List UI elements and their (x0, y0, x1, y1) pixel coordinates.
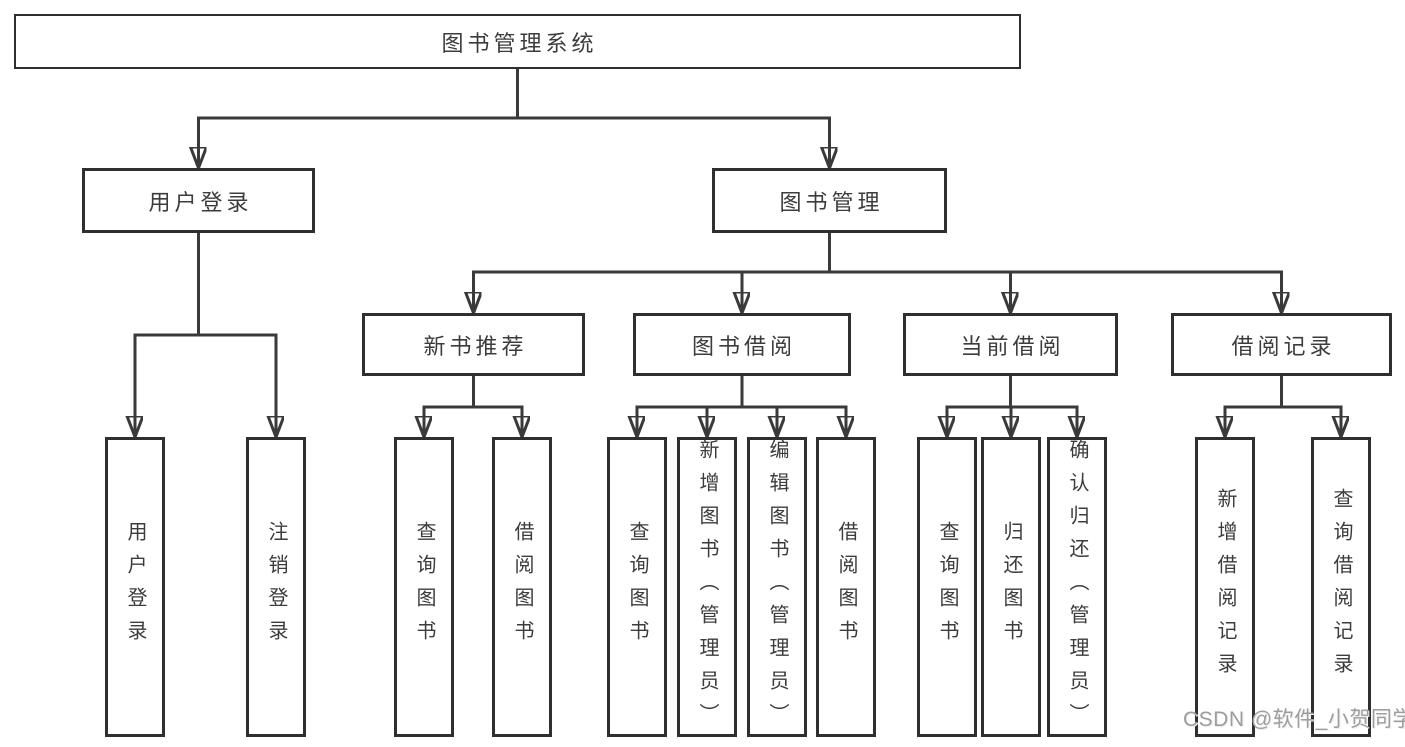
node-label: 确认归还（管理员） (1066, 438, 1088, 736)
leaf-borrow-books-recommend: 借阅图书 (492, 437, 552, 737)
node-label: 编辑图书（管理员） (766, 438, 788, 736)
node-label: 图书借阅 (691, 333, 796, 359)
node-book-management: 图书管理 (712, 168, 947, 233)
leaf-confirm-return-admin: 确认归还（管理员） (1047, 437, 1107, 737)
leaf-return-books: 归还图书 (981, 437, 1041, 737)
node-user-login: 用户登录 (82, 168, 315, 233)
leaf-user-login: 用户登录 (105, 437, 165, 737)
node-label: 用户登录 (124, 521, 146, 653)
node-label: 归还图书 (1000, 521, 1022, 653)
connector-current-borrowing (947, 376, 1077, 437)
connector-root (199, 69, 830, 168)
node-label: 查询图书 (413, 521, 435, 653)
node-label: 图书管理 (779, 189, 884, 215)
node-current-borrowing: 当前借阅 (903, 313, 1118, 376)
leaf-borrow-books-borrowing: 借阅图书 (816, 437, 876, 737)
node-label: 查询借阅记录 (1330, 488, 1352, 686)
node-label: 新增借阅记录 (1214, 488, 1236, 686)
leaf-add-borrow-record: 新增借阅记录 (1195, 437, 1255, 737)
node-label: 查询图书 (626, 521, 648, 653)
node-label: 新增图书（管理员） (696, 438, 718, 736)
node-new-book-recommendation: 新书推荐 (362, 313, 585, 376)
leaf-edit-book-admin: 编辑图书（管理员） (747, 437, 807, 737)
leaf-query-books-current: 查询图书 (917, 437, 977, 737)
node-label: 当前借阅 (960, 333, 1065, 359)
connector-user-login (135, 233, 276, 437)
csdn-watermark: CSDN @软件_小贺同学 (1183, 708, 1405, 731)
node-library-management-system: 图书管理系统 (14, 14, 1021, 69)
leaf-query-books-recommend: 查询图书 (394, 437, 454, 737)
node-label: 用户登录 (148, 189, 253, 215)
node-label: 新书推荐 (423, 333, 528, 359)
leaf-logout: 注销登录 (246, 437, 306, 737)
node-label: 注销登录 (265, 521, 287, 653)
node-label: 查询图书 (936, 521, 958, 653)
leaf-query-borrow-record: 查询借阅记录 (1311, 437, 1371, 737)
node-book-borrowing: 图书借阅 (633, 313, 851, 376)
leaf-add-book-admin: 新增图书（管理员） (677, 437, 737, 737)
connector-book-borrowing (637, 376, 846, 437)
node-label: 借阅记录 (1231, 333, 1336, 359)
connector-book-management (474, 233, 1282, 313)
node-label: 图书管理系统 (441, 30, 598, 56)
node-label: 借阅图书 (835, 521, 857, 653)
node-borrowing-records: 借阅记录 (1171, 313, 1392, 376)
connector-borrowing-records (1225, 376, 1341, 437)
node-label: 借阅图书 (511, 521, 533, 653)
leaf-query-books-borrowing: 查询图书 (607, 437, 667, 737)
connector-new-book-recommendation (424, 376, 522, 437)
